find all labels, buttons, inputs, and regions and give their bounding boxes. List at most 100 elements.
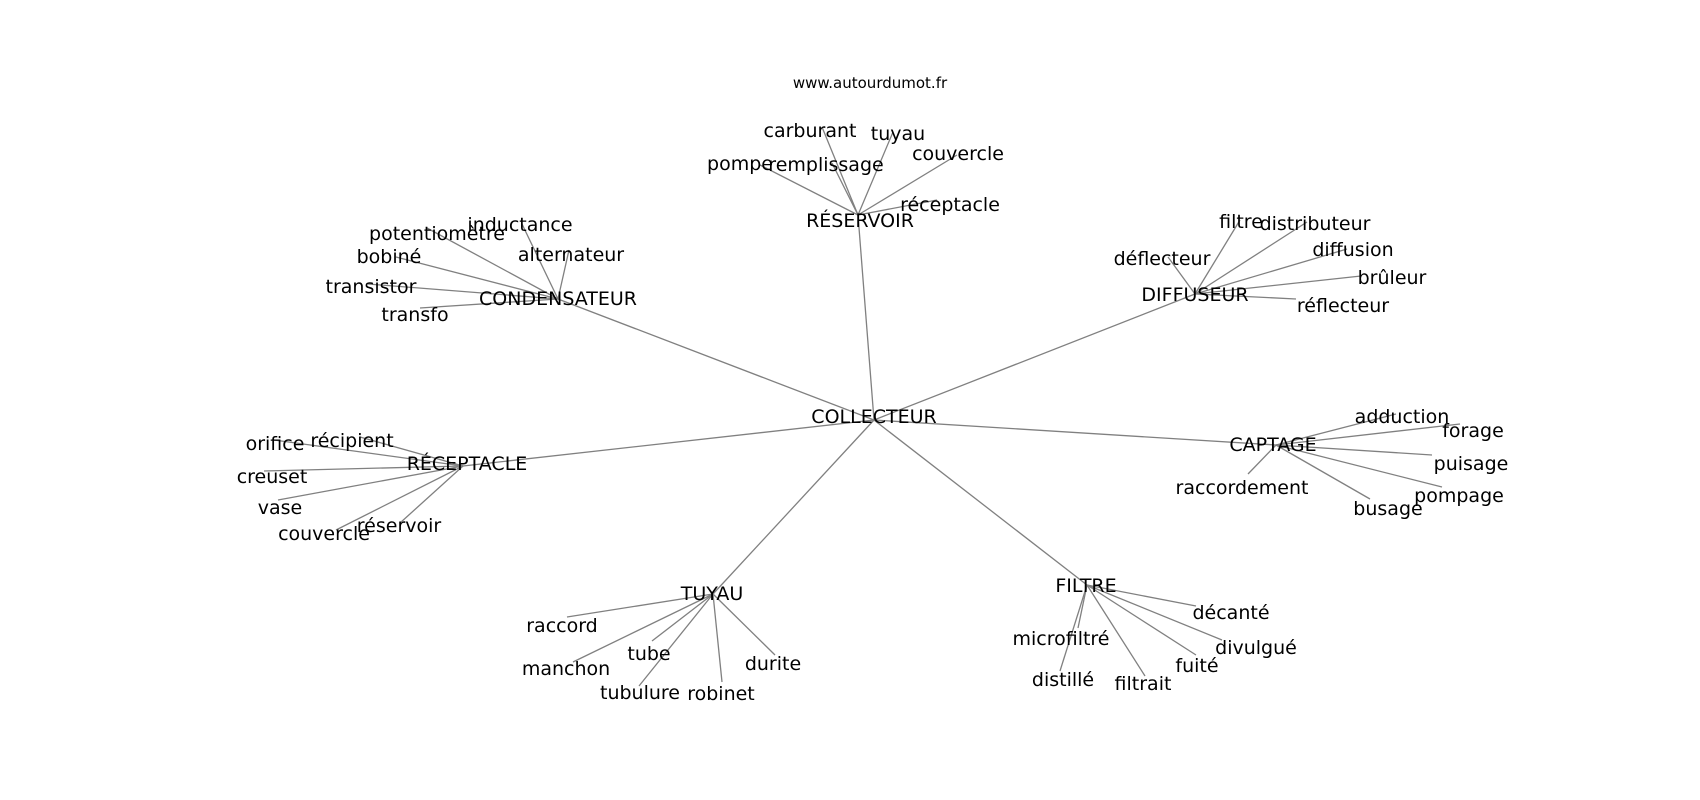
node-word-tuyau-0: raccord [526, 615, 598, 637]
edge-captage-2 [1275, 444, 1433, 456]
edge-center-captage [873, 419, 1277, 446]
edge-tuyau-1 [572, 593, 714, 663]
node-word-filtre-5: filtrait [1115, 673, 1172, 695]
edge-receptacle-4 [399, 465, 464, 524]
graph-edges [263, 126, 1461, 687]
edge-tuyau-3 [712, 593, 776, 656]
node-word-receptacle-0: orifice [246, 433, 305, 455]
node-word-filtre-1: microfiltré [1012, 628, 1109, 650]
edge-center-tuyau [712, 419, 875, 595]
edge-reservoir-4 [831, 162, 859, 216]
edge-filtre-0 [1086, 584, 1197, 607]
edge-captage-1 [1275, 423, 1461, 446]
node-word-tuyau-3: durite [745, 653, 801, 675]
node-word-reservoir-4: remplissage [768, 154, 883, 176]
edge-filtre-3 [1086, 584, 1197, 656]
node-hub-tuyau: TUYAU [680, 583, 744, 605]
node-word-reservoir-1: tuyau [871, 123, 925, 145]
edge-tuyau-2 [651, 593, 714, 642]
node-hub-captage: CAPTAGE [1229, 434, 1316, 456]
node-word-reservoir-0: carburant [764, 120, 857, 142]
edge-reservoir-0 [821, 126, 859, 216]
edge-receptacle-3 [277, 465, 464, 501]
node-word-condensateur-5: transfo [381, 304, 448, 326]
edge-filtre-1 [1077, 584, 1088, 629]
node-word-filtre-3: fuité [1175, 655, 1218, 677]
edge-center-receptacle [462, 419, 875, 467]
edge-filtre-4 [1059, 584, 1088, 672]
edge-diffuseur-0 [1194, 219, 1241, 295]
edge-center-diffuseur [873, 293, 1196, 421]
node-word-condensateur-3: bobiné [357, 246, 422, 268]
edge-condensateur-1 [426, 227, 559, 300]
node-word-receptacle-4: réservoir [357, 515, 442, 537]
node-word-diffuseur-5: réflecteur [1297, 295, 1389, 317]
node-word-captage-1: forage [1442, 420, 1504, 442]
edge-condensateur-3 [395, 256, 559, 300]
edge-condensateur-0 [521, 223, 559, 300]
node-word-tuyau-1: manchon [522, 658, 610, 680]
node-word-diffuseur-0: filtre [1219, 211, 1263, 233]
node-hub-reservoir: RÉSERVOIR [806, 209, 914, 232]
edge-condensateur-2 [557, 249, 570, 300]
node-hub-condensateur: CONDENSATEUR [479, 288, 637, 310]
node-word-receptacle-3: vase [258, 497, 302, 519]
node-word-captage-0: adduction [1355, 406, 1450, 428]
node-word-reservoir-5: réceptacle [900, 194, 1000, 216]
node-word-condensateur-0: inductance [467, 214, 572, 236]
edge-receptacle-2 [263, 465, 464, 472]
node-word-condensateur-1: potentiomètre [369, 223, 505, 245]
node-word-condensateur-2: alternateur [518, 244, 624, 266]
node-word-condensateur-4: transistor [326, 276, 417, 298]
node-word-diffuseur-4: brûleur [1358, 267, 1427, 289]
edge-receptacle-1 [359, 436, 464, 467]
edge-captage-0 [1275, 413, 1397, 446]
edge-center-condensateur [557, 298, 875, 421]
edge-captage-5 [1275, 444, 1371, 500]
edge-diffuseur-1 [1194, 221, 1308, 295]
edge-condensateur-5 [419, 298, 559, 309]
edge-receptacle-5 [335, 465, 464, 531]
node-word-filtre-0: décanté [1192, 602, 1269, 624]
node-word-receptacle-2: creuset [237, 466, 308, 488]
node-word-receptacle-5: couvercle [278, 523, 370, 545]
edge-diffuseur-5 [1194, 293, 1297, 300]
node-hub-receptacle: RÉCEPTACLE [407, 452, 528, 475]
edge-tuyau-5 [712, 593, 723, 683]
node-word-diffuseur-3: déflecteur [1114, 248, 1211, 270]
node-word-tuyau-2: tube [627, 643, 670, 665]
node-word-captage-5: busage [1353, 498, 1422, 520]
node-word-captage-4: pompage [1414, 485, 1504, 507]
edge-diffuseur-4 [1194, 275, 1362, 295]
node-word-tuyau-5: robinet [687, 683, 755, 705]
node-word-filtre-4: distillé [1032, 669, 1094, 691]
node-word-receptacle-1: récipient [310, 430, 393, 452]
edge-center-filtre [873, 419, 1088, 586]
edge-condensateur-4 [367, 283, 559, 300]
node-word-diffuseur-1: distributeur [1260, 213, 1371, 235]
node-center: COLLECTEUR [811, 406, 936, 428]
edge-filtre-5 [1086, 584, 1146, 677]
node-word-filtre-2: divulgué [1215, 637, 1297, 659]
edge-diffuseur-2 [1194, 248, 1348, 295]
edge-center-reservoir [857, 214, 875, 421]
edge-diffuseur-3 [1167, 256, 1196, 295]
site-url[interactable]: www.autourdumot.fr [793, 74, 948, 92]
node-word-reservoir-2: couvercle [912, 143, 1004, 165]
edge-receptacle-0 [273, 439, 464, 467]
edge-tuyau-4 [638, 593, 714, 687]
edge-reservoir-2 [857, 154, 958, 216]
node-hub-diffuseur: DIFFUSEUR [1141, 284, 1248, 306]
edge-tuyau-0 [566, 593, 714, 618]
node-hub-filtre: FILTRE [1055, 575, 1116, 597]
node-word-captage-3: raccordement [1176, 477, 1309, 499]
edge-reservoir-3 [759, 164, 859, 216]
node-word-captage-2: puisage [1434, 453, 1509, 475]
edge-reservoir-5 [857, 199, 938, 216]
node-word-diffuseur-2: diffusion [1312, 239, 1393, 261]
edge-captage-3 [1247, 444, 1277, 475]
node-word-tuyau-4: tubulure [600, 682, 680, 704]
node-word-reservoir-3: pompe [707, 153, 773, 175]
